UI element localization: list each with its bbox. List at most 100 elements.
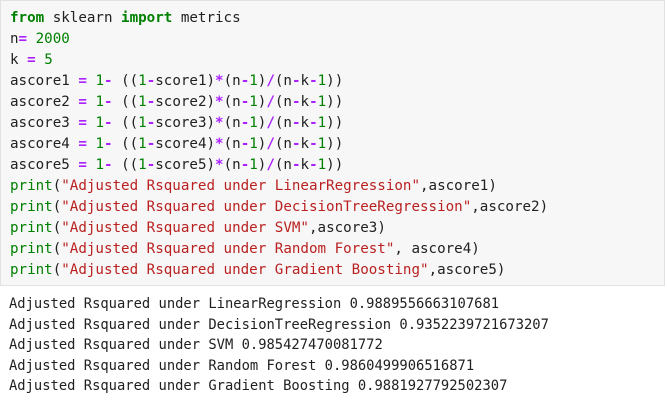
code-token-plain: k bbox=[300, 73, 310, 89]
code-token-plain: score4) bbox=[155, 136, 216, 152]
code-token-num: 1 bbox=[138, 136, 147, 152]
code-token-op: - bbox=[291, 94, 301, 110]
code-token-op: - bbox=[240, 73, 250, 89]
code-token-plain: k bbox=[300, 157, 310, 173]
code-token-plain: ( bbox=[52, 241, 62, 257]
code-token-op: - bbox=[146, 136, 156, 152]
code-token-num: 1 bbox=[249, 136, 258, 152]
code-token-plain: ) bbox=[257, 94, 267, 110]
code-token-num: 1 bbox=[95, 94, 104, 110]
code-token-plain: )) bbox=[326, 73, 344, 89]
output-line: Adjusted Rsquared under Random Forest 0.… bbox=[9, 357, 475, 374]
code-token-plain bbox=[27, 31, 36, 47]
code-line: print("Adjusted Rsquared under Gradient … bbox=[10, 260, 548, 281]
code-token-op: = bbox=[78, 157, 87, 173]
code-token-str: "Adjusted Rsquared under Gradient Boosti… bbox=[61, 262, 429, 278]
code-token-op: - bbox=[309, 94, 318, 110]
output-text: Adjusted Rsquared under LinearRegression… bbox=[9, 294, 549, 397]
code-token-num: 1 bbox=[317, 115, 327, 131]
code-token-plain: (n bbox=[223, 94, 241, 110]
code-token-num: 1 bbox=[317, 157, 327, 173]
output-line: Adjusted Rsquared under SVM 0.9854274700… bbox=[9, 337, 383, 353]
code-token-num: 5 bbox=[44, 52, 53, 68]
code-token-plain: (n bbox=[223, 115, 241, 131]
code-token-plain: ascore1 bbox=[10, 73, 79, 89]
code-line: ascore5 = 1- ((1-score5)*(n-1)/(n-k-1)) bbox=[10, 155, 548, 176]
code-line: print("Adjusted Rsquared under DecisionT… bbox=[10, 197, 548, 218]
output-line: Adjusted Rsquared under DecisionTreeRegr… bbox=[9, 316, 549, 333]
code-token-plain: ascore3 bbox=[10, 115, 79, 131]
code-token-op: / bbox=[266, 94, 275, 110]
code-token-op: - bbox=[240, 157, 250, 173]
code-token-op: - bbox=[291, 136, 301, 152]
code-token-num: 1 bbox=[249, 157, 258, 173]
code-token-op: * bbox=[215, 73, 224, 89]
code-token-op: - bbox=[146, 73, 156, 89]
code-line: ascore1 = 1- ((1-score1)*(n-1)/(n-k-1)) bbox=[10, 71, 548, 92]
code-token-op: * bbox=[215, 157, 224, 173]
code-token-plain: (n bbox=[274, 115, 292, 131]
code-token-plain: score1) bbox=[155, 73, 216, 89]
code-token-plain: score3) bbox=[155, 115, 216, 131]
code-token-op: - bbox=[146, 94, 156, 110]
code-token-num: 1 bbox=[317, 94, 327, 110]
code-token-bi: print bbox=[10, 178, 53, 194]
code-token-plain: , ascore4) bbox=[394, 241, 480, 257]
code-token-kw: import bbox=[121, 10, 173, 26]
code-token-op: - bbox=[103, 115, 113, 131]
code-token-bi: print bbox=[10, 220, 53, 236]
code-token-op: - bbox=[146, 157, 156, 173]
code-line: ascore3 = 1- ((1-score3)*(n-1)/(n-k-1)) bbox=[10, 113, 548, 134]
code-token-op: - bbox=[309, 115, 318, 131]
code-token-op: / bbox=[266, 115, 275, 131]
code-token-op: / bbox=[266, 157, 275, 173]
code-token-num: 1 bbox=[249, 73, 258, 89]
code-token-plain: (( bbox=[112, 73, 139, 89]
code-token-op: = bbox=[78, 73, 87, 89]
code-token-plain: (( bbox=[112, 94, 139, 110]
code-token-plain: ) bbox=[257, 73, 267, 89]
code-token-plain: ,ascore3) bbox=[308, 220, 386, 236]
code-line: print("Adjusted Rsquared under SVM",asco… bbox=[10, 218, 548, 239]
code-token-bi: print bbox=[10, 241, 53, 257]
code-token-op: - bbox=[309, 136, 318, 152]
code-token-op: - bbox=[291, 157, 301, 173]
code-token-op: - bbox=[240, 115, 250, 131]
code-token-num: 1 bbox=[95, 136, 104, 152]
code-token-plain: ( bbox=[52, 178, 62, 194]
code-token-plain: (( bbox=[112, 136, 139, 152]
code-token-plain: )) bbox=[326, 115, 344, 131]
code-token-plain: (n bbox=[223, 73, 241, 89]
code-token-op: = bbox=[78, 136, 87, 152]
code-token-op: * bbox=[215, 94, 224, 110]
code-token-plain: (n bbox=[274, 73, 292, 89]
output-line: Adjusted Rsquared under Gradient Boostin… bbox=[9, 378, 508, 394]
code-token-plain: k bbox=[300, 94, 310, 110]
code-token-plain: ,ascore1) bbox=[420, 178, 497, 194]
code-token-num: 1 bbox=[95, 73, 104, 89]
code-token-plain: n bbox=[10, 31, 19, 47]
code-token-plain: score2) bbox=[155, 94, 216, 110]
code-token-num: 1 bbox=[249, 115, 258, 131]
code-token-op: = bbox=[18, 31, 28, 47]
code-token-plain: ( bbox=[52, 199, 62, 215]
code-token-op: - bbox=[103, 136, 113, 152]
code-token-op: - bbox=[240, 136, 250, 152]
code-token-num: 1 bbox=[317, 73, 327, 89]
code-token-str: "Adjusted Rsquared under SVM" bbox=[61, 220, 309, 236]
code-token-plain: )) bbox=[326, 94, 344, 110]
code-token-plain: ,ascore5) bbox=[428, 262, 506, 278]
code-token-plain: k bbox=[300, 136, 310, 152]
code-line: n= 2000 bbox=[10, 29, 548, 50]
code-token-plain: ascore4 bbox=[10, 136, 79, 152]
code-line: from sklearn import metrics bbox=[10, 8, 548, 29]
code-token-num: 1 bbox=[249, 94, 258, 110]
code-token-plain: (n bbox=[274, 136, 292, 152]
code-token-op: = bbox=[78, 94, 87, 110]
code-token-plain: ) bbox=[257, 115, 267, 131]
code-token-kw: from bbox=[10, 10, 45, 26]
code-token-str: "Adjusted Rsquared under DecisionTreeReg… bbox=[61, 199, 472, 215]
code-token-plain: )) bbox=[326, 136, 344, 152]
